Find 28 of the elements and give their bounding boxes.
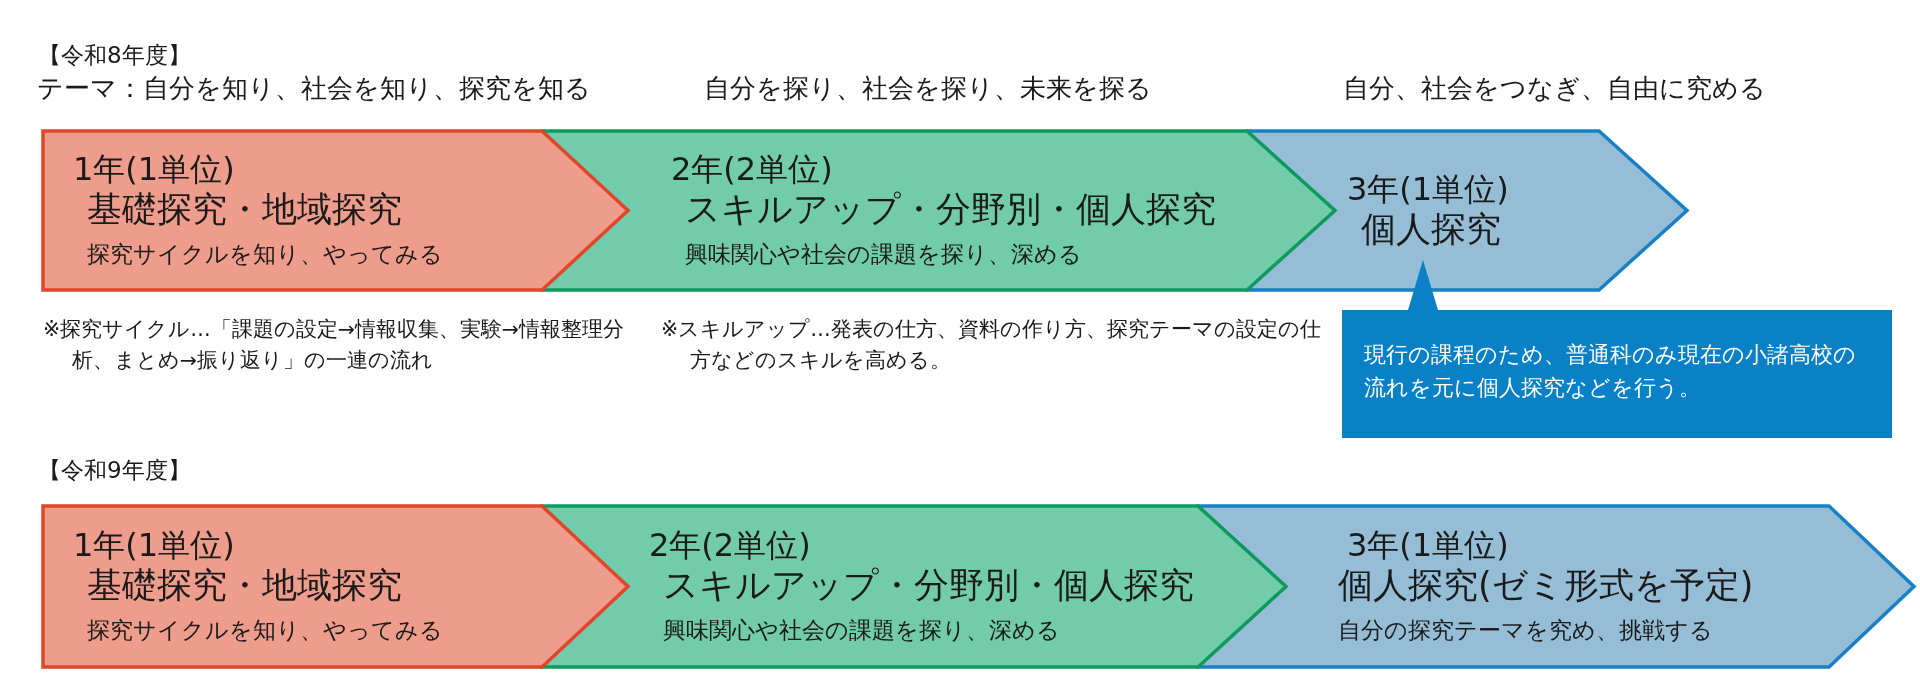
footnote-text: ※探究サイクル…「課題の設定→情報収集、実験→情報整理分析、まとめ→振り返り」の一連の流れ [43, 316, 626, 374]
stage-title: 基礎探究・地域探究 [87, 187, 402, 230]
year-heading: 【令和8年度】 [38, 41, 191, 70]
stage-heading: 3年(1単位) [1347, 527, 1509, 564]
theme-text: 自分を探り、社会を探り、未来を探る [704, 72, 1152, 105]
theme-text: テーマ：自分を知り、社会を知り、探究を知る [37, 72, 591, 105]
footnote-text: ※スキルアップ…発表の仕方、資料の作り方、探究テーマの設定の仕方などのスキルを高める。 [661, 316, 1322, 374]
callout-bubble [1342, 260, 1892, 438]
stage-title: スキルアップ・分野別・個人探究 [685, 187, 1216, 230]
stage-heading: 1年(1単位) [73, 151, 235, 188]
stage-heading: 2年(2単位) [671, 151, 833, 188]
stage-description: 探究サイクルを知り、やってみる [87, 239, 443, 269]
stage-heading: 1年(1単位) [73, 527, 235, 564]
stage-description: 自分の探究テーマを究め、挑戦する [1338, 615, 1713, 645]
stage-description: 探究サイクルを知り、やってみる [87, 615, 443, 645]
stage-band [43, 506, 628, 667]
stage-description: 興味関心や社会の課題を探り、深める [663, 615, 1060, 645]
stage-description: 興味関心や社会の課題を探り、深める [685, 239, 1082, 269]
stage-band [1198, 506, 1914, 667]
callout-text: 現行の課程のため、普通科のみ現在の小諸高校の流れを元に個人探究などを行う。 [1364, 341, 1857, 403]
stage-heading: 3年(1単位) [1347, 171, 1509, 208]
stage-title: スキルアップ・分野別・個人探究 [663, 563, 1194, 606]
stage-title: 個人探究(ゼミ形式を予定) [1338, 563, 1754, 606]
stage-title: 個人探究 [1361, 207, 1501, 250]
year-heading: 【令和9年度】 [38, 456, 191, 485]
stage-heading: 2年(2単位) [649, 527, 811, 564]
theme-text: 自分、社会をつなぎ、自由に究める [1343, 72, 1766, 105]
stage-title: 基礎探究・地域探究 [87, 563, 402, 606]
